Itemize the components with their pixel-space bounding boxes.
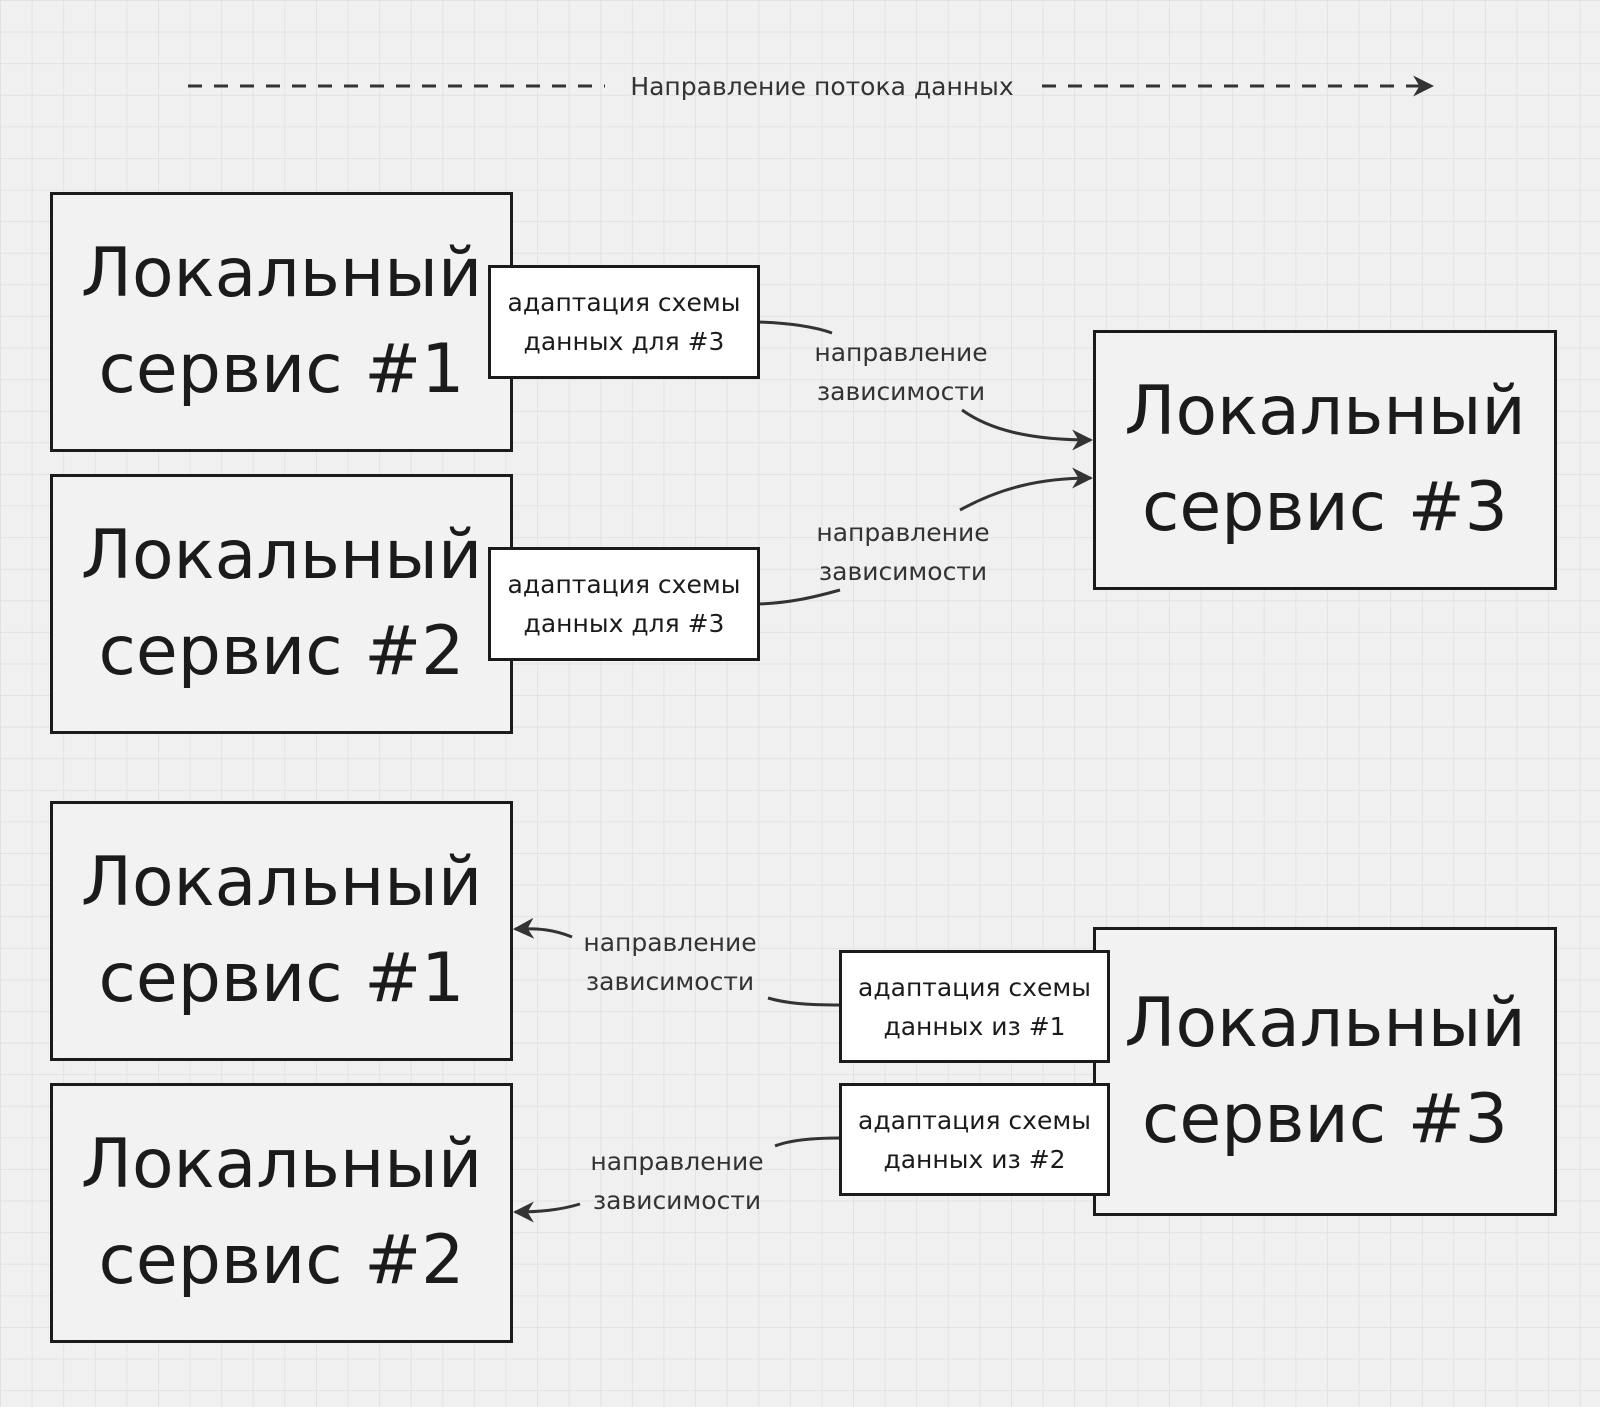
- top-dependency-curve-1-start: [757, 320, 833, 335]
- bottom-adapter-2[interactable]: адаптация схемы данных из #2: [839, 1083, 1110, 1196]
- service-name-line1: Локальный: [80, 234, 483, 313]
- adapter-label-line2: данных из #2: [883, 1144, 1066, 1174]
- top-dependency-arrow-1: [961, 408, 1094, 451]
- adapter-label-line2: данных для #3: [523, 609, 725, 638]
- adapter-label-line1: адаптация схемы: [858, 1105, 1091, 1135]
- top-dependency-label-2: направление зависимости: [816, 518, 990, 586]
- service-name-line1: Локальный: [1124, 983, 1526, 1063]
- bottom-local-service-3[interactable]: Локальный сервис #3: [1093, 927, 1557, 1216]
- top-local-service-3[interactable]: Локальный сервис #3: [1093, 330, 1557, 590]
- bottom-dependency-arrow-2: [512, 1201, 581, 1223]
- bottom-local-service-2[interactable]: Локальный сервис #2: [50, 1083, 513, 1343]
- bottom-dependency-curve-1-end: [767, 996, 841, 1007]
- adapter-label-line2: данных для #3: [523, 327, 725, 356]
- service-name-line2: сервис #3: [1142, 468, 1508, 547]
- service-name-line2: сервис #2: [98, 612, 465, 691]
- top-dependency-arrow-2: [959, 467, 1094, 512]
- bottom-dependency-label-1: направление зависимости: [583, 928, 757, 996]
- bottom-dependency-arrow-1: [512, 917, 573, 939]
- adapter-label-line2: данных из #1: [883, 1011, 1066, 1041]
- top-adapter-2[interactable]: адаптация схемы данных для #3: [488, 547, 760, 661]
- service-name-line1: Локальный: [80, 516, 483, 595]
- adapter-label-line1: адаптация схемы: [507, 570, 741, 599]
- bottom-local-service-1[interactable]: Локальный сервис #1: [50, 801, 513, 1061]
- top-dependency-label-1: направление зависимости: [814, 338, 988, 406]
- service-name-line1: Локальный: [1124, 372, 1526, 451]
- service-name-line2: сервис #2: [98, 1221, 465, 1300]
- top-local-service-1[interactable]: Локальный сервис #1: [50, 192, 513, 452]
- bottom-dependency-curve-2-end: [774, 1136, 841, 1148]
- bottom-dependency-label-2: направление зависимости: [590, 1147, 764, 1215]
- adapter-label-line1: адаптация схемы: [858, 972, 1091, 1002]
- service-name-line2: сервис #1: [98, 939, 465, 1018]
- adapter-label-line1: адаптация схемы: [507, 288, 741, 317]
- service-name-line2: сервис #3: [1142, 1079, 1508, 1159]
- service-name-line2: сервис #1: [98, 330, 465, 409]
- service-name-line1: Локальный: [80, 1125, 483, 1204]
- bottom-adapter-1[interactable]: адаптация схемы данных из #1: [839, 950, 1110, 1063]
- service-name-line1: Локальный: [80, 843, 483, 922]
- flow-direction-label: Направление потока данных: [630, 72, 1014, 101]
- top-adapter-1[interactable]: адаптация схемы данных для #3: [488, 265, 760, 379]
- top-dependency-curve-2-start: [757, 588, 841, 606]
- top-local-service-2[interactable]: Локальный сервис #2: [50, 474, 513, 734]
